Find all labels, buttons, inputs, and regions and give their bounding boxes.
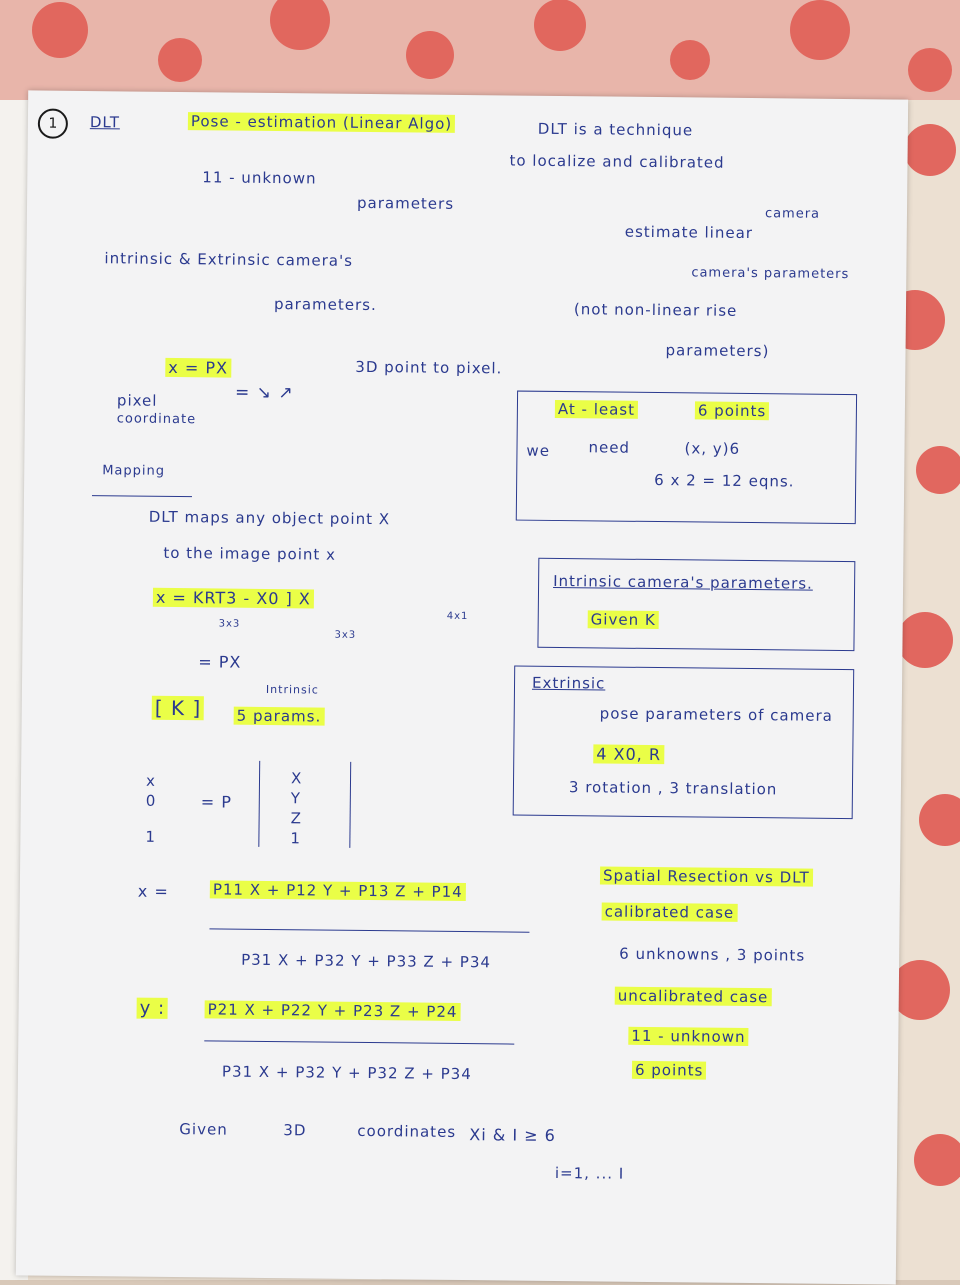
mapping-heading: Mapping (102, 463, 166, 479)
definition-line-2: to localize and calibrated (509, 151, 725, 172)
x-equation-lhs: x = (137, 881, 169, 901)
given-word: Given (179, 1120, 228, 1139)
parameters-close: parameters) (665, 341, 770, 361)
pixel-label: pixel (116, 391, 158, 410)
twelve-equations: 6 x 2 = 12 eqns. (654, 471, 795, 491)
krt-equation: x = KRT3 - X0 ] X (152, 587, 314, 609)
six-points-label: 6 points (694, 401, 770, 421)
dlt-maps-line: DLT maps any object point X (148, 507, 391, 529)
parameters-word: parameters. (273, 295, 377, 315)
projection-description: 3D point to pixel. (355, 357, 503, 378)
size-3x3-b: 3x3 (334, 629, 357, 641)
notebook-page: 1 DLT Pose - estimation (Linear Algo) DL… (15, 90, 909, 1285)
equals-px: = PX (198, 652, 242, 672)
y-fraction-bar (204, 1040, 515, 1045)
dlt-heading: DLT (89, 113, 121, 132)
y-equation-denominator: P31 X + P32 Y + P32 Z + P34 (221, 1062, 472, 1084)
mapping-underline (91, 495, 192, 498)
uncalibrated-points: 6 points (631, 1060, 707, 1080)
spatial-resection-title: Spatial Resection vs DLT (599, 866, 813, 887)
x-equation-denominator: P31 X + P32 Y + P33 Z + P34 (241, 950, 492, 972)
uncalibrated-unknowns: 11 - unknown (628, 1026, 749, 1047)
x-homogeneous-2: 1 (145, 827, 157, 846)
given-k: Given K (587, 610, 659, 630)
unknowns-count: 11 - unknown (202, 168, 317, 188)
intrinsic-extrinsic-line: intrinsic & Extrinsic camera's (104, 249, 354, 270)
camera-parameters-note: camera's parameters (691, 265, 850, 283)
page-number-circle: 1 (37, 108, 69, 139)
extrinsic-title: Extrinsic (531, 673, 606, 693)
image-point-line: to the image point x (163, 543, 337, 564)
xy-six-label: (x, y)6 (684, 439, 741, 458)
x0-r: 4 X0, R (593, 744, 665, 765)
x-homogeneous-1: 0 (145, 791, 157, 810)
three-d-word: 3D (283, 1121, 307, 1140)
we-label: we (526, 441, 551, 460)
calibrated-case: calibrated case (601, 902, 738, 922)
five-params: 5 params. (233, 706, 325, 726)
rotation-translation: 3 rotation , 3 translation (568, 778, 778, 799)
matrix-z: Z (290, 809, 302, 828)
page-title: Pose - estimation (Linear Algo) (187, 112, 456, 133)
x-equation-numerator: P11 X + P12 Y + P13 Z + P14 (209, 880, 466, 902)
uncalibrated-case: uncalibrated case (614, 986, 772, 1007)
xi-condition: Xi & I ≥ 6 (469, 1125, 556, 1146)
matrix-one: 1 (290, 829, 302, 848)
intrinsic-box-title: Intrinsic camera's parameters. (553, 571, 813, 593)
projection-equation: x = PX (165, 357, 232, 378)
coordinates-word: coordinates (357, 1121, 457, 1141)
matrix-y: Y (290, 789, 302, 808)
pose-parameters: pose parameters of camera (599, 704, 833, 725)
index-range: i=1, ... I (554, 1164, 625, 1183)
equals-p: = P (200, 792, 233, 812)
k-bracket: [ K ] (151, 695, 205, 721)
size-3x3-a: 3x3 (218, 618, 241, 630)
need-label: need (588, 438, 631, 457)
x-fraction-bar (209, 928, 530, 933)
matrix-x: X (290, 769, 303, 788)
coordinate-label: coordinate (116, 411, 197, 428)
unknowns-parameters: parameters (356, 193, 455, 213)
intrinsic-small: Intrinsic (265, 682, 319, 697)
y-equation-lhs: y : (136, 997, 169, 1019)
projection-arrows: = ↘ ↗ (234, 382, 294, 404)
at-least-label: At - least (554, 399, 639, 419)
definition-line-1: DLT is a technique (537, 119, 694, 140)
definition-camera: camera (764, 206, 821, 222)
non-linear-note: (not non-linear rise (573, 300, 738, 320)
calibrated-detail: 6 unknowns , 3 points (619, 944, 806, 965)
size-4x1: 4x1 (446, 610, 469, 623)
definition-line-3: estimate linear (624, 222, 754, 243)
matrix-brackets (258, 760, 352, 848)
x-homogeneous-0: x (145, 771, 156, 790)
y-equation-numerator: P21 X + P22 Y + P23 Z + P24 (204, 1000, 461, 1022)
